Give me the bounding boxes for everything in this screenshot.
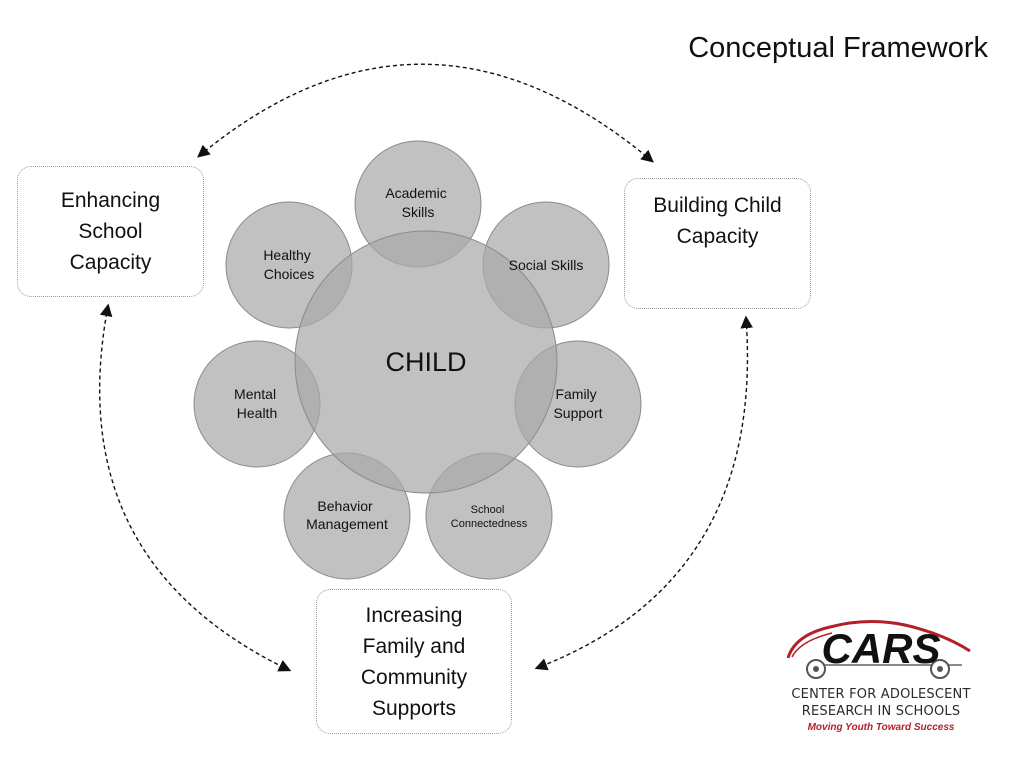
petal-family-support-label: Family Support bbox=[553, 386, 602, 421]
box-child-line: Capacity bbox=[676, 225, 759, 248]
box-school-line: School bbox=[78, 220, 143, 243]
center-child-label: CHILD bbox=[385, 347, 466, 377]
petal-behavior-label: Behavior Management bbox=[306, 498, 388, 532]
box-school-line: Enhancing bbox=[60, 189, 161, 212]
increasing-family-community-box: Increasing Family and Community Supports bbox=[316, 589, 512, 734]
logo-tagline: Moving Youth Toward Success bbox=[807, 722, 955, 733]
petal-school-connectedness-label: School Connectedness bbox=[451, 504, 528, 530]
petal-healthy-choices-label: Healthy Choices bbox=[263, 247, 314, 282]
arrow-child-to-family bbox=[534, 315, 754, 671]
building-child-capacity-box: Building Child Capacity bbox=[624, 178, 811, 309]
box-family-line: Community bbox=[360, 665, 468, 689]
box-family-line: Family and bbox=[362, 634, 466, 658]
box-family-line: Increasing bbox=[365, 603, 463, 627]
box-family-line: Supports bbox=[371, 696, 457, 720]
petal-mental-health-label: Mental Health bbox=[234, 386, 280, 421]
petal-social-label: Social Skills bbox=[509, 257, 584, 273]
enhancing-school-capacity-box: Enhancing School Capacity bbox=[17, 166, 204, 297]
car-outline-icon: CARS bbox=[786, 620, 971, 679]
cars-logo: CARS CENTER FOR ADOLESCENT RESEARCH IN S… bbox=[770, 613, 992, 738]
center-child-circle bbox=[294, 230, 558, 494]
arrow-school-to-child bbox=[197, 63, 654, 163]
logo-line-2: RESEARCH IN SCHOOLS bbox=[801, 704, 961, 719]
logo-wordmark: CARS bbox=[821, 625, 940, 672]
box-school-line: Capacity bbox=[69, 251, 152, 274]
slide-title: Conceptual Framework bbox=[688, 32, 988, 64]
logo-line-1: CENTER FOR ADOLESCENT bbox=[791, 687, 971, 702]
box-child-line: Building Child bbox=[653, 194, 782, 217]
petal-academic-label: Academic Skills bbox=[385, 185, 450, 220]
child-circle-group bbox=[193, 140, 642, 580]
